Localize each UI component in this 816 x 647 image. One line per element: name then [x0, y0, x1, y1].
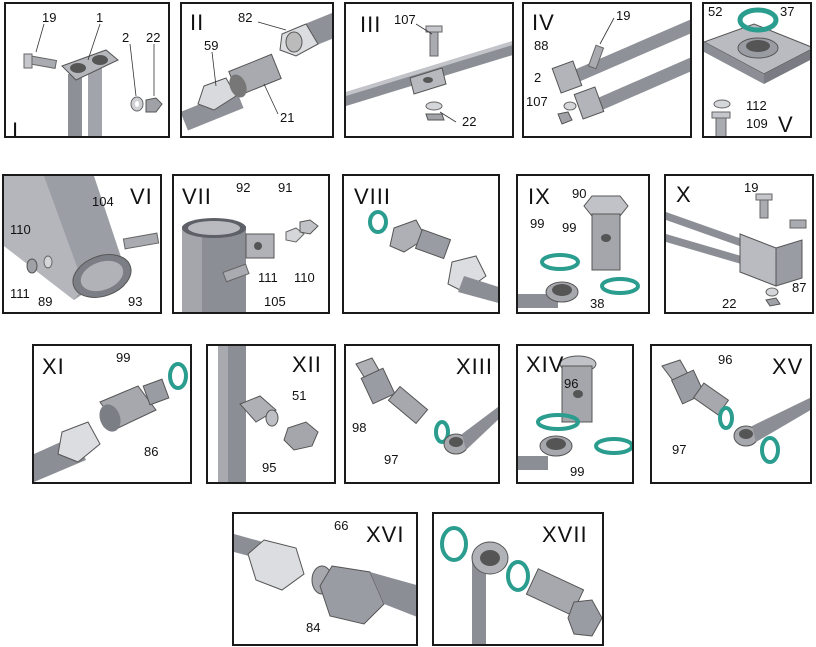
callout-label: 109 — [746, 116, 768, 131]
callout-label: 19 — [744, 180, 759, 195]
panel-XIII: XIII 98 97 — [344, 344, 500, 484]
panel-XIV: XIV 96 99 — [516, 344, 634, 484]
panel-IX: IX 90 99 99 38 — [516, 174, 650, 314]
panel-IX-title: IX — [528, 184, 551, 209]
callout-label: 110 — [294, 270, 315, 285]
panel-XIII-drawing — [355, 357, 498, 455]
panel-II-drawing — [182, 11, 332, 131]
panel-III-drawing — [346, 23, 512, 123]
callout-label: 110 — [10, 222, 31, 237]
callout-label: 19 — [616, 8, 631, 23]
panel-X-title: X — [676, 182, 692, 207]
panel-X: X 19 22 87 — [664, 174, 814, 314]
callout-label: 105 — [264, 294, 286, 309]
callout-label: 89 — [38, 294, 53, 309]
panel-XVII-drawing — [440, 526, 602, 644]
panel-XI-drawing — [34, 362, 188, 482]
panel-I: I 19 1 2 22 — [4, 2, 170, 138]
callout-label: 98 — [352, 420, 367, 435]
callout-label: 84 — [306, 620, 321, 635]
callout-label: 96 — [564, 376, 579, 391]
panel-VII: VII 92 91 111 110 105 — [172, 174, 330, 314]
panel-XVII: XVII — [432, 512, 604, 646]
panel-XII: XII 51 95 — [206, 344, 336, 484]
callout-label: 86 — [144, 444, 159, 459]
panel-XI-title: XI — [42, 354, 65, 379]
panel-XVI: XVI 66 84 — [232, 512, 418, 646]
callout-label: 2 — [122, 30, 130, 45]
panel-VIII-drawing — [368, 210, 498, 303]
panel-XI: XI 99 86 — [32, 344, 192, 484]
callout-label: 107 — [394, 12, 416, 27]
callout-label: 82 — [238, 10, 253, 25]
callout-label: 37 — [780, 4, 795, 19]
panel-VIII-title: VIII — [354, 184, 392, 209]
panel-XII-title: XII — [292, 352, 322, 377]
panel-IX-drawing — [518, 195, 640, 308]
callout-label: 38 — [590, 296, 605, 311]
callout-label: 1 — [96, 10, 104, 25]
callout-label: 99 — [530, 216, 545, 231]
callout-label: 59 — [204, 38, 219, 53]
panel-VI-drawing — [4, 176, 160, 300]
panel-XVII-title: XVII — [542, 522, 588, 547]
callout-label: 22 — [462, 114, 477, 129]
panel-V-title: V — [778, 112, 794, 137]
panel-VI-title: VI — [130, 184, 153, 209]
callout-label: 19 — [42, 10, 57, 25]
callout-label: 88 — [534, 38, 549, 53]
callout-label: 90 — [572, 186, 587, 201]
panel-XV: XV 96 97 — [650, 344, 812, 484]
panel-XIV-title: XIV — [526, 352, 565, 377]
callout-label: 97 — [384, 452, 399, 467]
panel-VIII: VIII — [342, 174, 500, 314]
panel-I-title: I — [12, 118, 20, 138]
panel-I-drawing — [23, 23, 163, 136]
panel-V: V 52 37 112 109 — [702, 2, 812, 138]
callout-label: 22 — [722, 296, 737, 311]
callout-label: 96 — [718, 352, 733, 367]
callout-label: 91 — [278, 180, 293, 195]
callout-label: 99 — [116, 350, 131, 365]
callout-label: 112 — [746, 98, 767, 113]
callout-label: 111 — [10, 286, 30, 301]
callout-label: 99 — [562, 220, 577, 235]
panel-VI: VI 104 110 111 89 93 — [2, 174, 162, 314]
callout-label: 66 — [334, 518, 349, 533]
panel-VII-drawing — [182, 218, 319, 312]
callout-label: 104 — [92, 194, 114, 209]
panel-IV-title: IV — [532, 10, 555, 35]
panel-II: II 82 59 21 — [180, 2, 334, 138]
panel-XII-drawing — [218, 346, 319, 482]
callout-label: 22 — [146, 30, 161, 45]
panel-IV-drawing — [551, 17, 690, 125]
panel-XVI-drawing — [234, 534, 416, 625]
callout-label: 2 — [534, 70, 542, 85]
callout-label: 52 — [708, 4, 723, 19]
panel-VII-title: VII — [182, 184, 212, 209]
callout-label: 51 — [292, 388, 307, 403]
callout-label: 92 — [236, 180, 251, 195]
panel-III: III 107 22 — [344, 2, 514, 138]
panel-XVI-title: XVI — [366, 522, 405, 547]
panel-X-drawing — [666, 193, 807, 307]
panel-II-title: II — [190, 10, 205, 35]
callout-label: 21 — [280, 110, 295, 125]
panel-V-drawing — [704, 7, 810, 136]
panel-IV: IV 19 88 2 107 — [522, 2, 692, 138]
callout-label: 97 — [672, 442, 687, 457]
panel-XIII-title: XIII — [456, 354, 494, 379]
panel-XV-title: XV — [772, 354, 804, 379]
panel-III-title: III — [360, 12, 382, 37]
callout-label: 87 — [792, 280, 807, 295]
panel-XIV-drawing — [518, 355, 632, 470]
callout-label: 107 — [526, 94, 548, 109]
callout-label: 95 — [262, 460, 277, 475]
callout-label: 99 — [570, 464, 585, 479]
panel-XV-drawing — [661, 359, 810, 464]
callout-label: 93 — [128, 294, 143, 309]
callout-label: 111 — [258, 270, 278, 285]
